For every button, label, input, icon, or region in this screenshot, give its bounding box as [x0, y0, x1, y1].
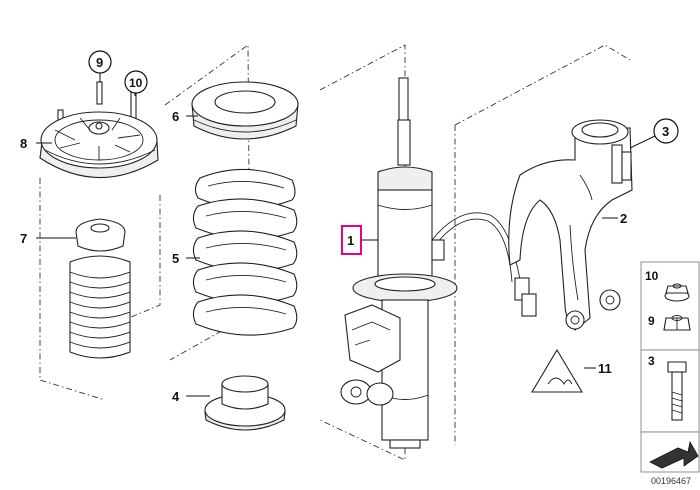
guide-line-knuckle — [454, 44, 631, 126]
legend-label-3: 3 — [648, 354, 655, 368]
legend-label-10: 10 — [645, 269, 659, 283]
warning-label-part — [531, 348, 583, 393]
callout-3-bubble: 3 — [653, 118, 679, 144]
legend-box-nuts — [640, 261, 700, 351]
legend-panel — [640, 261, 700, 473]
callout-11: 11 — [598, 361, 612, 376]
callout-3: 3 — [662, 124, 669, 139]
guide-line-strut — [319, 44, 406, 461]
legend-label-9: 9 — [648, 314, 655, 328]
upper-spring-pad-part — [191, 81, 299, 140]
diagram-number: 00196467 — [651, 476, 691, 486]
shock-absorber-part — [340, 77, 537, 449]
flange-nut-icon — [664, 283, 690, 302]
callout-2: 2 — [620, 211, 627, 226]
callout-1: 1 — [347, 233, 354, 248]
callout-8: 8 — [20, 136, 27, 151]
lower-spring-pad-part — [204, 375, 286, 431]
callout-5: 5 — [172, 251, 179, 266]
callout-10: 10 — [129, 76, 143, 90]
callout-7: 7 — [20, 231, 27, 246]
leader-lines — [36, 72, 656, 397]
steering-knuckle-part — [508, 119, 633, 331]
bump-stop-part — [69, 218, 131, 359]
guide-line-mount — [39, 178, 106, 401]
callout-9: 9 — [96, 55, 103, 70]
highlight-box — [341, 225, 362, 255]
coil-spring-part — [192, 168, 298, 336]
callout-4: 4 — [172, 389, 180, 404]
hex-nut-icon — [663, 315, 691, 331]
callout-9-bubble: 9 — [88, 50, 112, 74]
support-bearing-part — [39, 111, 159, 179]
callout-10-bubble: 10 — [124, 70, 148, 94]
direction-arrow-icon — [649, 440, 699, 469]
hex-bolt-icon — [667, 361, 687, 421]
callout-6: 6 — [172, 109, 179, 124]
